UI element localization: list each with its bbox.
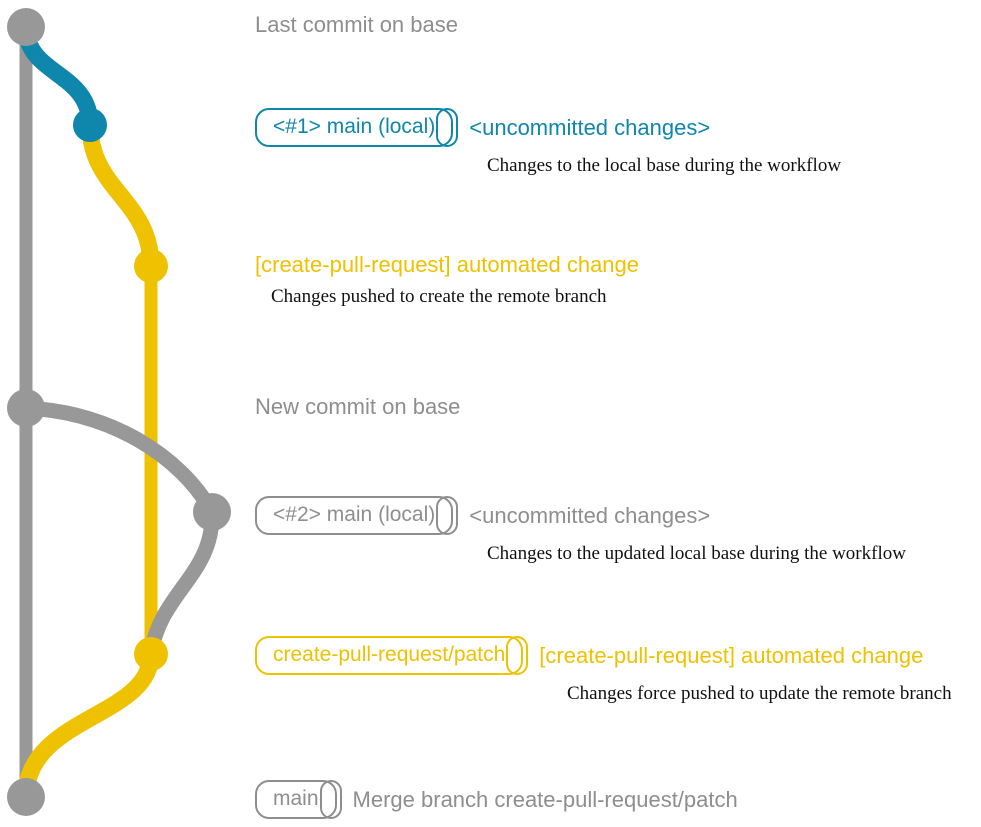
commit-description: Changes force pushed to update the remot… [567, 683, 952, 704]
commit-headline: Last commit on base [255, 12, 458, 37]
branch-tag-main[interactable]: main [255, 780, 342, 819]
commit-headline: New commit on base [255, 394, 461, 419]
commit-node-patch-create[interactable] [134, 249, 168, 283]
commit-headline: <uncommitted changes> [469, 114, 711, 140]
commit-node-base-new[interactable] [7, 389, 45, 427]
commit-headline: [create-pull-request] automated change [539, 642, 924, 668]
commit-node-base-merge[interactable] [7, 778, 45, 816]
row-patch-update: create-pull-request/patch [create-pull-r… [255, 636, 952, 705]
commit-node-patch-update[interactable] [134, 637, 168, 671]
edge-local2-to-patch-update [143, 504, 220, 662]
branch-tag-local-1[interactable]: <#1> main (local) [255, 108, 459, 147]
commit-description: Changes pushed to create the remote bran… [271, 286, 607, 307]
branch-tag-label: main [273, 787, 319, 810]
branch-tag-create-pull-request-patch[interactable]: create-pull-request/patch [255, 636, 529, 675]
commit-node-local-1[interactable] [73, 108, 107, 142]
commit-node-local-2[interactable] [193, 493, 231, 531]
commit-node-base-last[interactable] [7, 8, 45, 46]
git-commit-graph [7, 8, 231, 816]
branch-tag-label: <#2> main (local) [273, 503, 436, 526]
row-last-commit-on-base: Last commit on base [255, 12, 458, 38]
edge-base-new-to-local2 [18, 400, 220, 520]
commit-description: Changes to the updated local base during… [487, 543, 906, 564]
row-local-1: <#1> main (local) <uncommitted changes> … [255, 108, 841, 177]
row-local-2: <#2> main (local) <uncommitted changes> … [255, 496, 906, 565]
branch-tag-label: create-pull-request/patch [273, 643, 506, 666]
branch-tag-label: <#1> main (local) [273, 115, 436, 138]
commit-headline: [create-pull-request] automated change [255, 252, 640, 277]
row-new-commit-on-base: New commit on base [255, 394, 460, 420]
edge-patch-update-to-merge [17, 645, 160, 806]
row-merge: main Merge branch create-pull-request/pa… [255, 780, 738, 819]
branch-tag-local-2[interactable]: <#2> main (local) [255, 496, 459, 535]
row-patch-create: [create-pull-request] automated change C… [255, 252, 639, 308]
commit-headline: <uncommitted changes> [469, 502, 711, 528]
edge-local1-to-patch-create [81, 116, 160, 275]
commit-headline: Merge branch create-pull-request/patch [352, 786, 738, 812]
commit-description: Changes to the local base during the wor… [487, 155, 842, 176]
